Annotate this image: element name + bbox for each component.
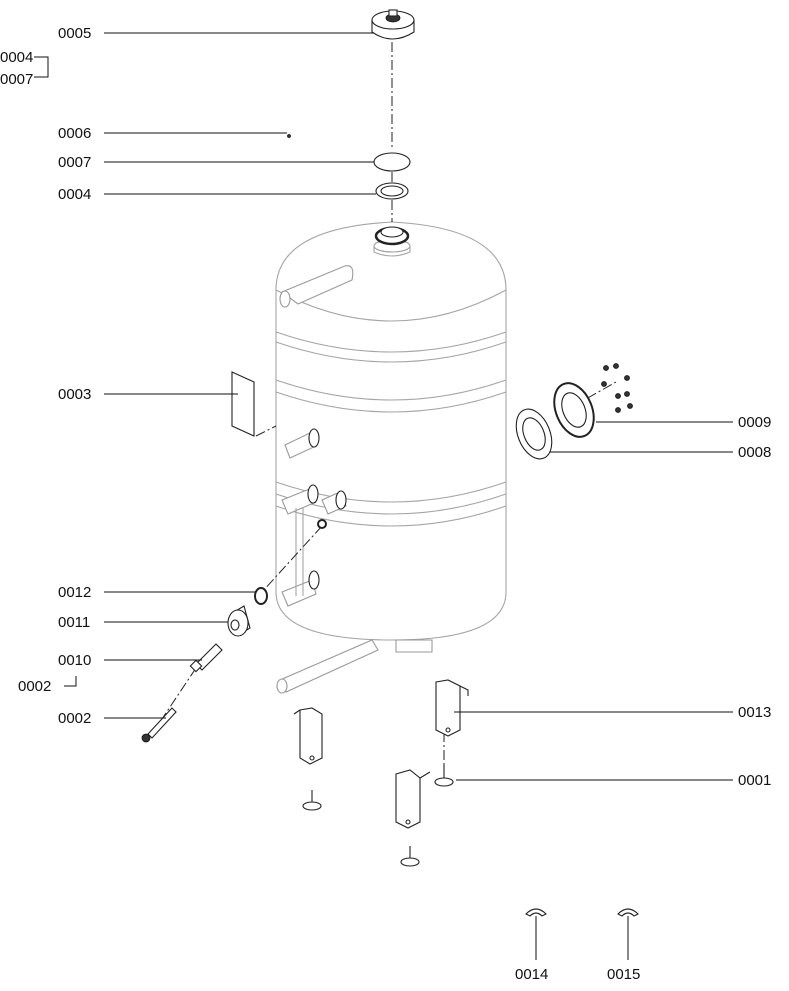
part-0004-ring xyxy=(375,182,409,200)
part-0006-pin xyxy=(287,134,291,138)
storage-tank xyxy=(275,221,507,694)
adjustable-foot-left xyxy=(302,790,322,811)
connector-small-ring xyxy=(317,519,327,529)
leader-lines xyxy=(34,32,733,960)
part-0014-clip xyxy=(525,908,547,917)
label-0005: 0005 xyxy=(58,25,91,42)
part-0015-clip xyxy=(617,908,639,917)
label-0011: 0011 xyxy=(58,614,90,631)
part-0005-cap xyxy=(371,9,415,40)
label-0008: 0008 xyxy=(738,444,771,461)
part-0007-disc xyxy=(373,152,411,172)
label-0009: 0009 xyxy=(738,414,771,431)
label-0010: 0010 xyxy=(58,652,91,669)
label-0001: 0001 xyxy=(738,772,771,789)
label-0007: 0007 xyxy=(58,154,91,171)
label-0012: 0012 xyxy=(58,584,91,601)
foot-bracket-front xyxy=(395,769,431,829)
part-0011-sleeve xyxy=(227,605,251,637)
part-0010-rod xyxy=(189,643,223,673)
label-0004: 0004 xyxy=(58,186,91,203)
label-0014: 0014 xyxy=(515,966,548,983)
label-0002-sub: 0002 xyxy=(18,678,51,695)
label-0007-top: 0007 xyxy=(0,71,33,88)
part-0008-gasket xyxy=(515,408,553,460)
label-0003: 0003 xyxy=(58,386,91,403)
part-0009-flange xyxy=(553,382,595,438)
part-0002-sensor xyxy=(141,707,177,743)
label-0015: 0015 xyxy=(607,966,640,983)
flange-screws xyxy=(601,363,633,413)
neck-fitting xyxy=(374,226,410,246)
assembly-axis-lines xyxy=(159,42,617,770)
label-0002: 0002 xyxy=(58,710,91,727)
part-0013-foot-bracket xyxy=(435,679,469,737)
label-0004-top: 0004 xyxy=(0,49,33,66)
foot-bracket-left xyxy=(293,707,323,765)
label-0013: 0013 xyxy=(738,704,771,721)
part-0003-sheet xyxy=(231,371,255,437)
adjustable-foot-front xyxy=(400,846,420,867)
part-0012-nipple xyxy=(254,587,268,605)
label-0006: 0006 xyxy=(58,125,91,142)
part-0001-foot xyxy=(434,764,454,787)
